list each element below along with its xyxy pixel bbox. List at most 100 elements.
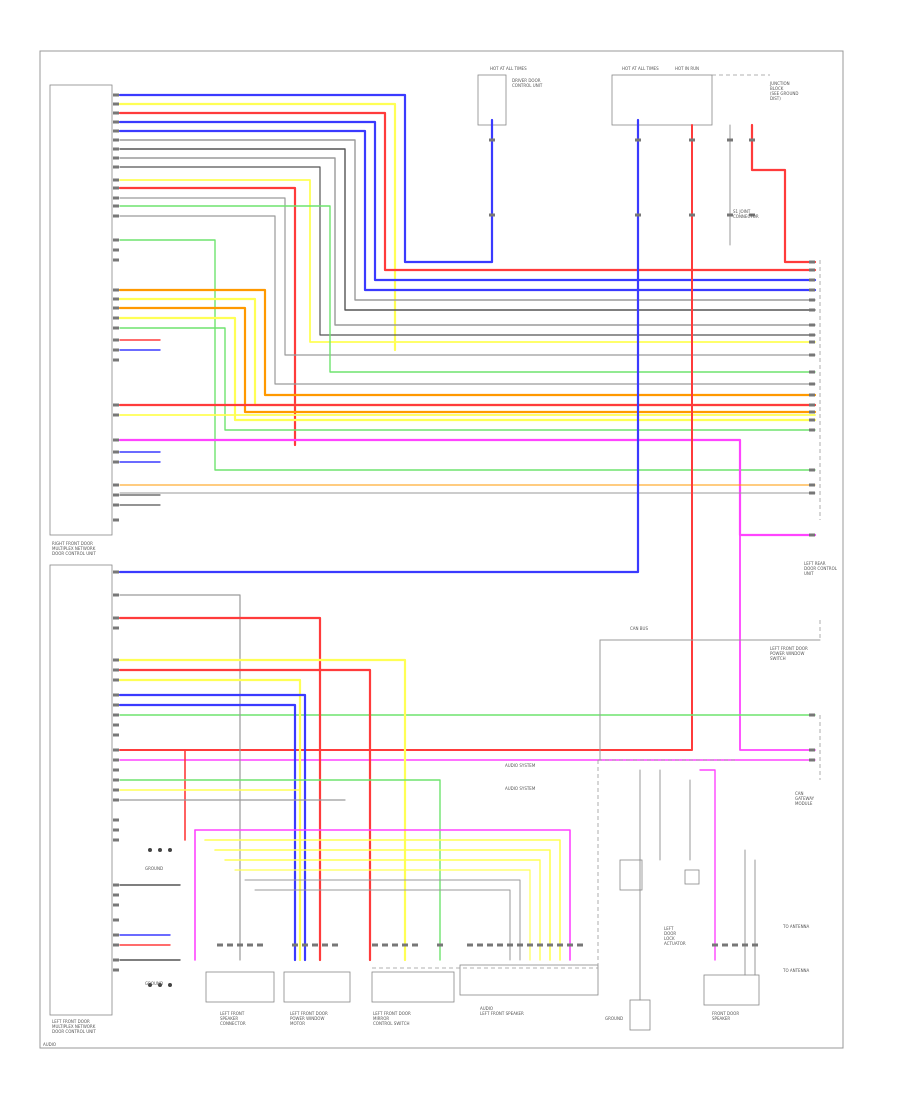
pin-mark bbox=[113, 933, 119, 937]
pin-mark bbox=[292, 943, 298, 947]
pin-mark bbox=[113, 204, 119, 208]
pin-mark bbox=[809, 260, 815, 264]
wire-blue-43 bbox=[118, 693, 307, 962]
pin-mark bbox=[727, 213, 733, 217]
pin-mark bbox=[382, 943, 388, 947]
pin-mark bbox=[689, 213, 695, 217]
fuse-top-3-title: HOT IN RUN bbox=[675, 66, 699, 71]
pin-mark bbox=[113, 178, 119, 182]
center-label-2: AUDIO SYSTEM bbox=[505, 786, 536, 791]
main-unit-box bbox=[49, 84, 113, 536]
pin-mark bbox=[489, 138, 495, 142]
pin-mark bbox=[742, 943, 748, 947]
main-unit-lower-box bbox=[49, 564, 113, 1016]
pin-mark bbox=[113, 818, 119, 822]
wire-red-27 bbox=[119, 124, 693, 751]
pin-mark bbox=[809, 491, 815, 495]
pin-mark bbox=[547, 943, 553, 947]
pin-mark bbox=[113, 703, 119, 707]
mark-group bbox=[113, 93, 815, 987]
pin-mark bbox=[749, 213, 755, 217]
pin-mark bbox=[113, 450, 119, 454]
pin-mark bbox=[113, 316, 119, 320]
pin-mark bbox=[487, 943, 493, 947]
pin-mark bbox=[113, 156, 119, 160]
wire-blue-44 bbox=[118, 703, 297, 962]
wire-yellow-9 bbox=[119, 179, 816, 343]
wire-green-46 bbox=[119, 779, 441, 961]
switch-symbol-2 bbox=[684, 869, 700, 885]
pin-mark bbox=[809, 758, 815, 762]
ground-1-label: GROUND bbox=[145, 981, 163, 986]
wire-group bbox=[118, 93, 821, 1001]
pin-mark bbox=[809, 298, 815, 302]
bottom-box-3 bbox=[371, 971, 455, 1003]
wire-gray-56 bbox=[254, 889, 511, 961]
pin-mark bbox=[113, 918, 119, 922]
pin-mark bbox=[809, 393, 815, 397]
pin-mark bbox=[237, 943, 243, 947]
wire-pink-61 bbox=[699, 769, 716, 961]
pin-mark bbox=[113, 288, 119, 292]
pin-mark bbox=[537, 943, 543, 947]
pin-mark bbox=[635, 213, 641, 217]
pin-mark bbox=[809, 323, 815, 327]
pin-mark bbox=[113, 518, 119, 522]
pin-mark bbox=[113, 503, 119, 507]
pin-mark bbox=[635, 138, 641, 142]
pin-mark bbox=[809, 428, 815, 432]
ground-2-label: GROUND bbox=[145, 866, 163, 871]
pin-mark bbox=[113, 723, 119, 727]
pin-mark bbox=[809, 340, 815, 344]
wire-red-10 bbox=[118, 186, 297, 447]
pin-mark bbox=[113, 306, 119, 310]
wire-gray-11 bbox=[119, 197, 816, 356]
wire-gray-38 bbox=[119, 594, 241, 961]
pin-mark bbox=[113, 838, 119, 842]
pin-mark bbox=[113, 138, 119, 142]
wire-green-12 bbox=[119, 205, 816, 373]
pin-mark bbox=[332, 943, 338, 947]
pin-mark bbox=[809, 288, 815, 292]
bottom-box-1 bbox=[205, 971, 275, 1003]
pin-mark bbox=[113, 626, 119, 630]
pin-mark bbox=[113, 693, 119, 697]
pin-mark bbox=[809, 483, 815, 487]
switch-symbol-1 bbox=[619, 859, 643, 891]
pin-mark bbox=[749, 138, 755, 142]
pin-mark bbox=[113, 828, 119, 832]
wire-pink-22 bbox=[118, 438, 817, 537]
pin-mark bbox=[732, 943, 738, 947]
pin-mark bbox=[517, 943, 523, 947]
pin-mark bbox=[113, 238, 119, 242]
lock-actuator-box bbox=[629, 999, 651, 1031]
pin-mark bbox=[113, 129, 119, 133]
splice-dot bbox=[158, 983, 162, 987]
pin-mark bbox=[809, 308, 815, 312]
pin-mark bbox=[412, 943, 418, 947]
pin-mark bbox=[113, 493, 119, 497]
pin-mark bbox=[113, 147, 119, 151]
pin-mark bbox=[113, 903, 119, 907]
pin-mark bbox=[372, 943, 378, 947]
pin-mark bbox=[113, 748, 119, 752]
pin-mark bbox=[113, 616, 119, 620]
wire-gray-55 bbox=[244, 879, 521, 961]
pin-mark bbox=[477, 943, 483, 947]
pin-mark bbox=[113, 326, 119, 330]
wire-yellow-54 bbox=[234, 869, 531, 961]
pin-mark bbox=[507, 943, 513, 947]
pin-mark bbox=[809, 410, 815, 414]
pin-mark bbox=[113, 943, 119, 947]
pin-mark bbox=[322, 943, 328, 947]
wire-yellow-52 bbox=[214, 849, 551, 961]
wire-yellow-51 bbox=[204, 839, 561, 961]
wire-yellow-1 bbox=[118, 102, 397, 352]
bottom-box-2 bbox=[283, 971, 351, 1003]
pin-mark bbox=[809, 403, 815, 407]
wire-yellow-42 bbox=[118, 678, 302, 962]
wire-blue-4 bbox=[118, 129, 817, 292]
